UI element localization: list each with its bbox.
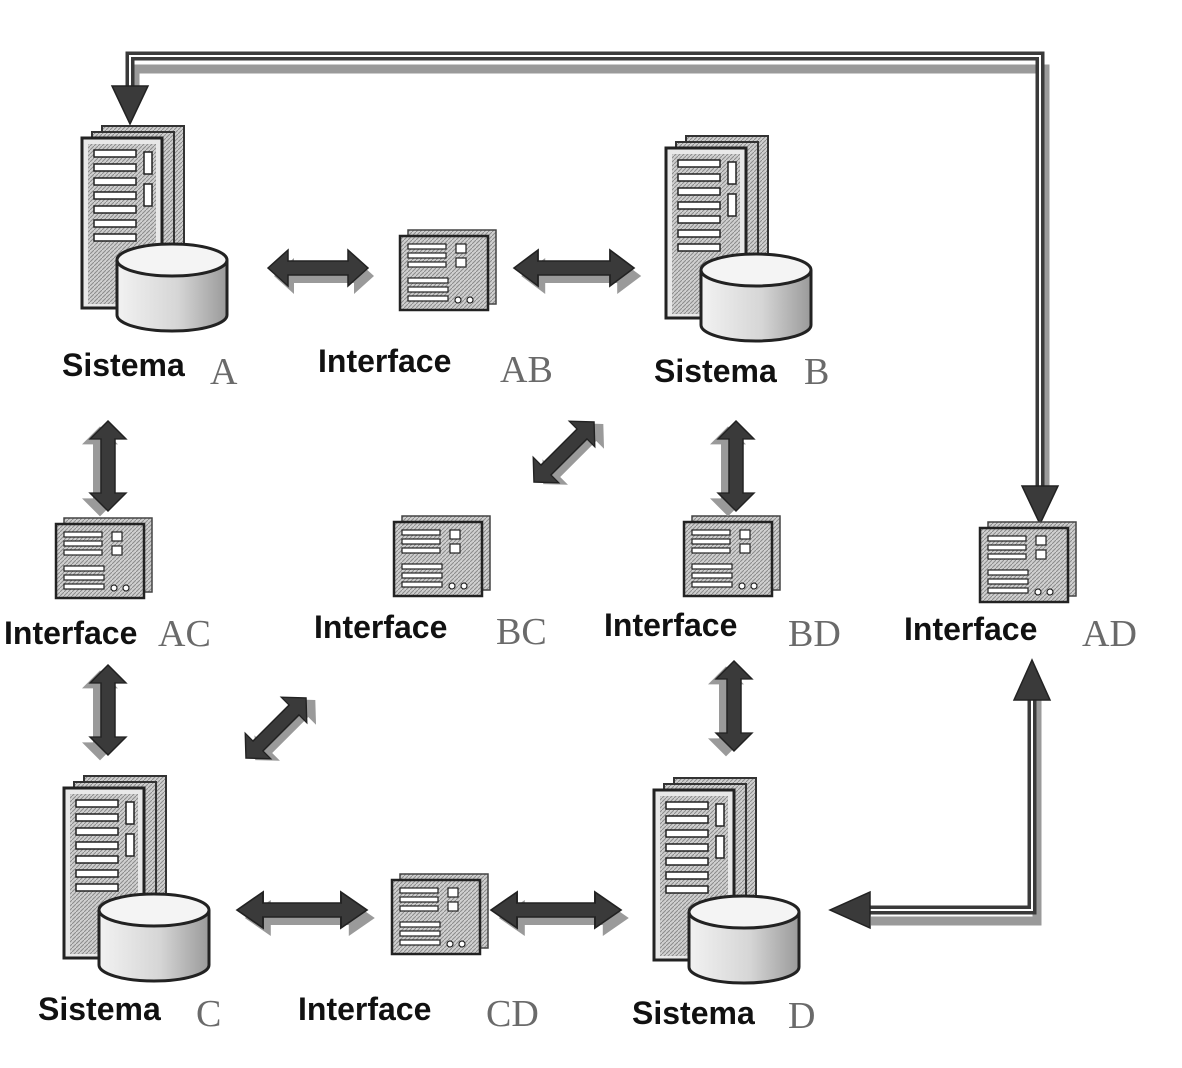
server-icon-d — [652, 776, 801, 985]
server-icon-c — [62, 774, 211, 983]
arrow-b-bc — [520, 404, 617, 502]
svg-text:AD: AD — [1082, 613, 1137, 655]
arrow-bc-c — [232, 680, 329, 778]
arrowhead-to-ad — [1020, 485, 1060, 526]
interface-module-icon-ab — [398, 228, 498, 312]
interface-label-ac: Interface AC — [4, 613, 211, 655]
svg-text:BD: BD — [788, 613, 841, 655]
svg-text:Sistema: Sistema — [62, 347, 185, 383]
svg-text:Interface: Interface — [318, 343, 451, 379]
arrowhead-to-ad-bottom — [1012, 658, 1052, 701]
svg-text:Interface: Interface — [4, 615, 137, 651]
arrowhead-to-a — [110, 85, 150, 126]
svg-text:AC: AC — [158, 613, 211, 655]
svg-text:Sistema: Sistema — [38, 991, 161, 1027]
arrow-cd-d — [490, 891, 630, 937]
svg-text:Sistema: Sistema — [654, 353, 777, 389]
svg-text:CD: CD — [486, 993, 539, 1035]
svg-text:Interface: Interface — [314, 609, 447, 645]
arrow-ab-b — [513, 249, 643, 295]
interface-module-icon-cd — [390, 872, 490, 956]
interface-label-bd: Interface BD — [604, 607, 841, 655]
arrow-bd-d — [707, 660, 753, 758]
svg-text:Sistema: Sistema — [632, 995, 755, 1031]
arrow-ac-c — [81, 664, 127, 762]
svg-text:D: D — [788, 995, 815, 1037]
svg-text:Interface: Interface — [904, 611, 1037, 647]
interface-module-icon-ac — [54, 516, 154, 600]
system-label-d: Sistema D — [632, 995, 815, 1037]
interface-label-bc: Interface BC — [314, 609, 547, 653]
server-icon-a — [80, 124, 229, 333]
interface-label-ab: Interface AB — [318, 343, 553, 391]
connector-a-ad — [110, 51, 1060, 526]
interface-label-cd: Interface CD — [298, 991, 539, 1035]
svg-text:C: C — [196, 993, 221, 1035]
arrowhead-to-d — [828, 890, 871, 930]
connector-d-ad — [828, 658, 1052, 930]
svg-text:AB: AB — [500, 349, 553, 391]
svg-text:B: B — [804, 351, 829, 393]
system-label-b: Sistema B — [654, 351, 829, 393]
svg-text:Interface: Interface — [604, 607, 737, 643]
svg-text:Interface: Interface — [298, 991, 431, 1027]
server-icon-b — [664, 134, 813, 343]
svg-text:A: A — [210, 351, 238, 393]
svg-text:BC: BC — [496, 611, 547, 653]
interface-module-icon-bd — [682, 514, 782, 598]
arrow-c-cd — [236, 891, 376, 937]
interface-module-icon-ad — [978, 520, 1078, 604]
arrow-a-ab — [267, 249, 375, 295]
system-label-a: Sistema A — [62, 347, 238, 393]
system-label-c: Sistema C — [38, 991, 221, 1035]
interface-module-icon-bc — [392, 514, 492, 598]
interface-label-ad: Interface AD — [904, 611, 1137, 655]
arrow-a-ac — [81, 420, 127, 518]
arrow-b-bd — [709, 420, 755, 518]
